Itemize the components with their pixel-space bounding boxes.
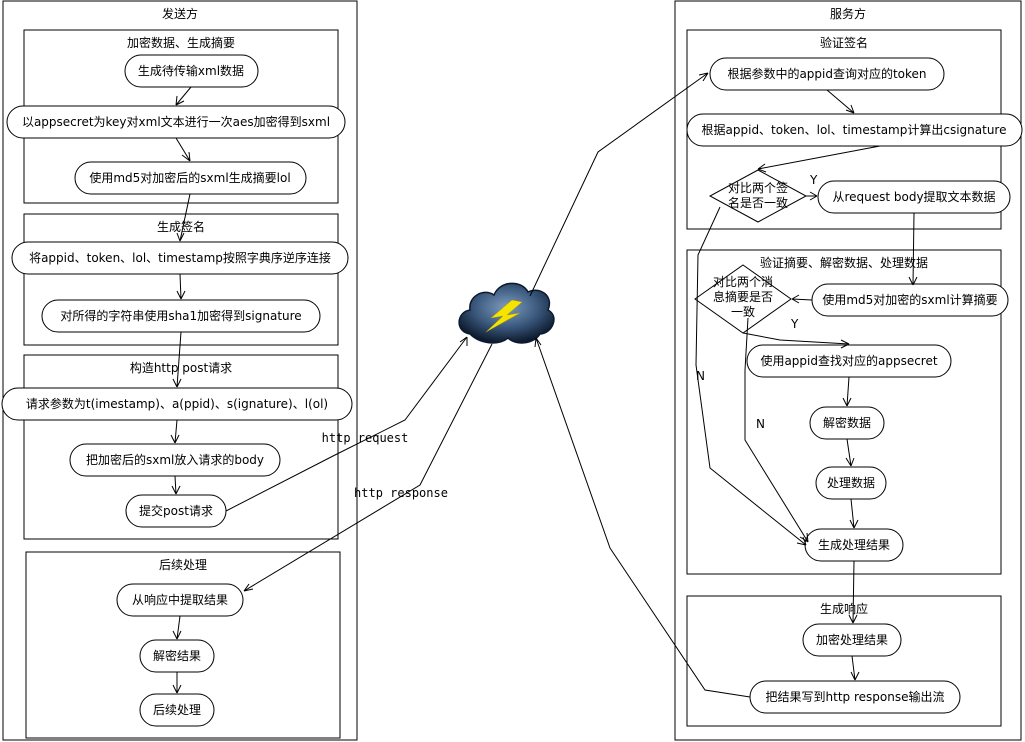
edge-concat-to-sha1	[176, 273, 186, 300]
node-sha1-sign: 对所得的字符串使用sha1加密得到signature	[60, 308, 301, 323]
verify-digest-group-title: 验证摘要、解密数据、处理数据	[760, 255, 928, 270]
node-post-process-shape	[139, 693, 215, 727]
http-request-label: http request	[322, 431, 409, 445]
node-query-token: 根据参数中的appid查询对应的token	[727, 66, 926, 81]
label-sign-no: N	[696, 369, 705, 383]
node-write-response-shape	[749, 680, 961, 714]
response-group-title: 生成响应	[820, 601, 868, 616]
network-edges	[225, 72, 751, 698]
edge-xml-to-aes	[175, 86, 192, 106]
lightning-bolt-icon	[485, 299, 523, 333]
encrypt-group: 加密数据、生成摘要 生成待传输xml数据 以appsecret为key对xml文…	[6, 29, 346, 204]
edge-md5-to-concat	[176, 193, 191, 242]
edge-decision-yes-to-body	[806, 191, 818, 201]
response-group-frame	[686, 595, 1002, 727]
node-aes-encrypt: 以appsecret为key对xml文本进行一次aes加密得到sxml	[22, 114, 330, 129]
edge-digest-yes-to-appsecret	[742, 332, 850, 349]
sender-swimlane: 发送方	[2, 0, 358, 741]
node-calc-csignature-shape	[686, 113, 1023, 147]
http-response-label: http response	[354, 486, 448, 500]
node-generate-xml-shape	[124, 54, 259, 88]
server-swimlane: 服务方	[674, 0, 1022, 741]
node-request-params: 请求参数为t(imestamp)、a(ppid)、s(ignature)、l(o…	[26, 396, 328, 411]
label-digest-yes: Y	[790, 317, 799, 331]
network-cloud	[458, 282, 555, 344]
server-title: 服务方	[830, 6, 866, 21]
decision-compare-digest-line3: 一致	[731, 305, 755, 319]
node-decrypt-data: 解密数据	[823, 415, 871, 430]
edge-sign-no-to-result	[695, 206, 807, 546]
edge-sha1-to-params	[172, 331, 182, 388]
node-process-data: 处理数据	[827, 475, 875, 490]
response-group: 生成响应 加密处理结果 把结果写到http response输出流	[686, 595, 1002, 727]
edge-encrypt-to-write	[850, 655, 860, 681]
edge-decrypt-to-process	[172, 672, 182, 694]
node-write-response: 把结果写到http response输出流	[766, 689, 945, 704]
verify-sign-group-title: 验证签名	[820, 35, 868, 50]
edge-digest-no-to-result	[744, 317, 809, 543]
decision-compare-signature-line2: 名是否一致	[728, 195, 788, 210]
node-calc-csignature: 根据appid、token、lol、timestamp计算出csignature	[702, 122, 1007, 137]
decision-compare-digest-line1: 对比两个消	[713, 275, 773, 289]
edge-params-to-body	[170, 419, 180, 444]
verify-sign-group: 验证签名 根据参数中的appid查询对应的token 根据appid、token…	[686, 29, 1023, 230]
sign-group-frame	[23, 213, 339, 346]
node-submit-post: 提交post请求	[139, 503, 213, 518]
edge-appsecret-to-decrypt	[842, 376, 852, 407]
edge-process-to-result	[849, 498, 859, 529]
edge-cloud-to-extract	[243, 343, 493, 592]
node-extract-body: 从request body提取文本数据	[832, 189, 995, 204]
edge-token-to-csignature	[826, 89, 855, 114]
edge-cloud-to-query-token	[529, 72, 709, 297]
edge-body-to-submit	[171, 475, 181, 495]
node-md5-digest: 使用md5对加密后的sxml生成摘要lol	[89, 170, 290, 185]
after-group: 后续处理 从响应中提取结果 解密结果 后续处理	[25, 551, 341, 739]
verify-digest-group-frame	[686, 249, 1002, 575]
verify-digest-group: 验证摘要、解密数据、处理数据 对比两个消 息摘要是否 一致 使用md5对加密的s…	[686, 249, 1009, 575]
node-generate-result: 生成处理结果	[818, 538, 890, 552]
node-concat-params: 将appid、token、lol、timestamp按照字典序逆序连接	[29, 250, 331, 265]
edge-extract-to-decrypt	[172, 615, 182, 640]
edge-aes-to-md5	[175, 137, 191, 162]
sign-group: 生成签名 将appid、token、lol、timestamp按照字典序逆序连接…	[11, 213, 349, 346]
node-encrypt-result: 加密处理结果	[816, 632, 888, 647]
edge-csignature-to-decision	[757, 145, 881, 173]
sender-edges	[170, 86, 192, 694]
sender-title: 发送方	[162, 6, 198, 21]
encrypt-group-title: 加密数据、生成摘要	[127, 35, 235, 50]
edge-decrypt-to-process	[845, 438, 855, 467]
edge-submit-to-cloud	[225, 336, 468, 512]
server-frame	[674, 0, 1022, 741]
server-edges	[695, 89, 918, 681]
node-extract-result: 从响应中提取结果	[132, 592, 228, 607]
edge-body-to-md5	[908, 212, 918, 286]
node-md5-digest-shape	[74, 161, 307, 195]
decision-compare-signature-shape	[708, 169, 808, 223]
node-decrypt-result: 解密结果	[153, 648, 201, 663]
edge-result-to-encrypt	[848, 560, 858, 624]
edge-md5-to-digest-decision	[791, 294, 813, 304]
edge-write-response-to-cloud	[534, 337, 751, 698]
node-post-process: 后续处理	[153, 703, 201, 717]
post-group-frame	[23, 354, 339, 540]
node-put-body: 把加密后的sxml放入请求的body	[86, 452, 264, 467]
decision-compare-digest-line2: 息摘要是否	[713, 289, 773, 304]
after-group-title: 后续处理	[159, 558, 207, 572]
post-group-title: 构造http post请求	[130, 360, 232, 375]
sender-frame	[2, 0, 358, 741]
label-digest-no: N	[756, 417, 765, 431]
node-find-appsecret: 使用appid查找对应的appsecret	[760, 353, 937, 368]
node-md5-compute: 使用md5对加密的sxml计算摘要	[822, 292, 997, 307]
node-generate-xml: 生成待传输xml数据	[138, 63, 244, 78]
post-group: 构造http post请求 请求参数为t(imestamp)、a(ppid)、s…	[1, 354, 353, 540]
sign-group-title: 生成签名	[157, 219, 205, 234]
after-group-frame	[25, 551, 341, 739]
decision-compare-signature-line1: 对比两个签	[728, 180, 788, 195]
label-sign-yes: Y	[809, 173, 818, 187]
